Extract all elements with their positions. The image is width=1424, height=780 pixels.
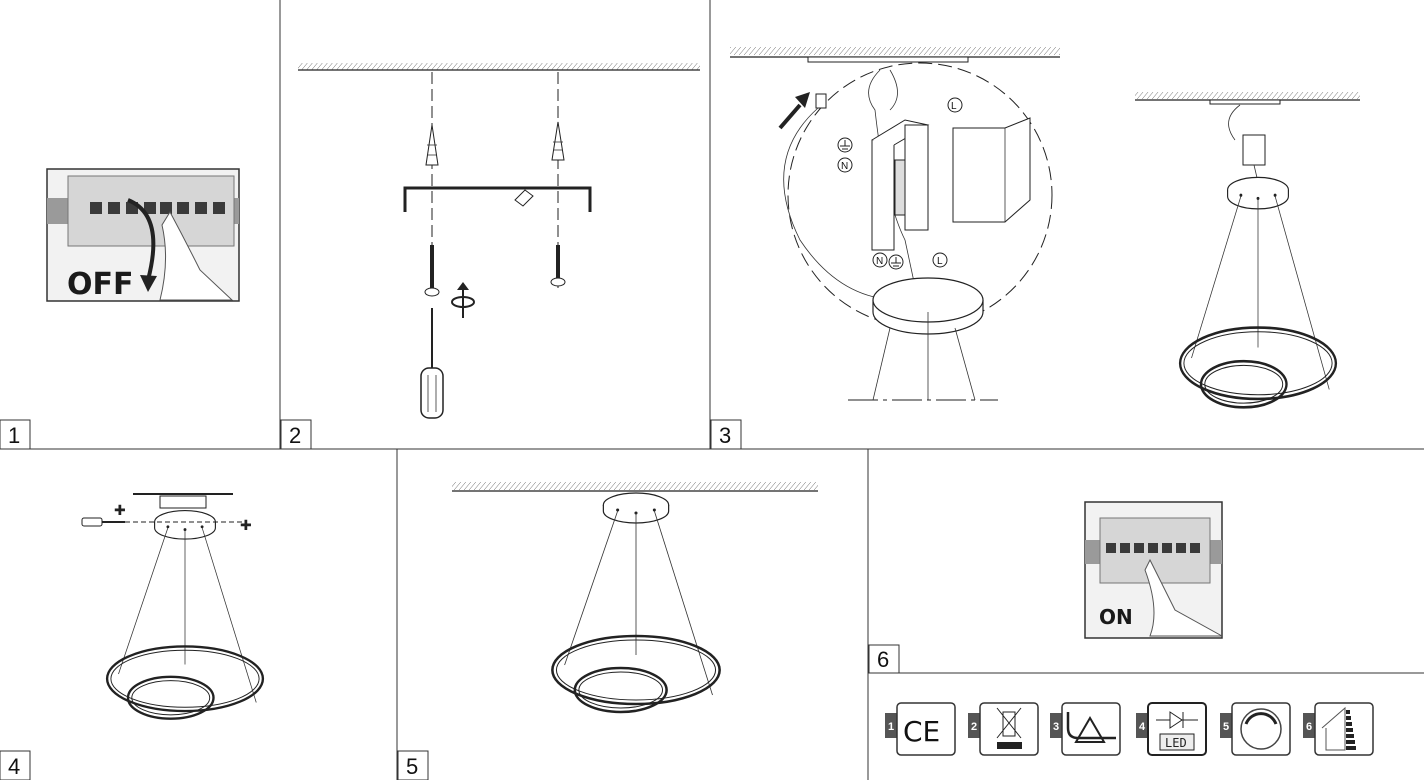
screw-icon: ✚ (114, 502, 126, 518)
rotate-icon (451, 282, 475, 318)
step-1-number: 1 (0, 419, 31, 450)
svg-text:3: 3 (719, 423, 731, 448)
screwdriver-icon (81, 517, 125, 527)
svg-text:4: 4 (1139, 721, 1146, 733)
screw-icon (550, 245, 566, 287)
breaker-off-illustration: OFF (46, 168, 240, 302)
svg-text:2: 2 (971, 721, 977, 733)
svg-text:N: N (876, 256, 883, 267)
bracket-mounting-illustration (298, 63, 700, 419)
wall-plug-icon (425, 124, 439, 166)
arrow-icon (778, 92, 810, 130)
dimmer-icon: 5 (1220, 702, 1291, 756)
svg-text:3: 3 (1053, 721, 1059, 733)
ce-mark-icon: 1 CE (885, 702, 956, 756)
svg-text:✚: ✚ (114, 502, 126, 518)
canopy (848, 277, 998, 401)
terminal-block (871, 119, 930, 251)
pendant-lamp (105, 509, 265, 720)
step-6-number: 6 (868, 644, 900, 674)
svg-text:L: L (937, 256, 943, 267)
svg-text:5: 5 (406, 754, 418, 779)
led-icon: 4 LED (1136, 702, 1207, 756)
screwdriver-icon (420, 308, 444, 419)
svg-text:L: L (951, 101, 957, 112)
wiring-illustration: L N N L (730, 47, 1360, 409)
on-caption: ON (1099, 605, 1133, 629)
svg-text:6: 6 (877, 647, 889, 672)
wall-plug-icon (551, 121, 565, 161)
breaker-on-illustration: ON (1084, 501, 1223, 639)
pendant-lamp (551, 491, 721, 714)
screw-icon (424, 245, 440, 297)
junction-cover (952, 117, 1031, 223)
pendant-lamp (1178, 176, 1338, 409)
svg-text:4: 4 (8, 754, 20, 779)
step-4-number: 4 (0, 750, 31, 780)
svg-text:5: 5 (1223, 721, 1229, 733)
wire-labels: L N N L (837, 97, 963, 270)
screw-icon: ✚ (240, 517, 252, 533)
svg-text:1: 1 (888, 721, 894, 733)
svg-text:N: N (841, 161, 848, 172)
cord-class-icon: 3 (1050, 702, 1121, 756)
svg-text:1: 1 (8, 423, 20, 448)
canopy-fixing-illustration: ✚ ✚ (81, 493, 265, 720)
svg-text:LED: LED (1165, 736, 1187, 750)
mounting-bracket (403, 186, 592, 212)
off-caption: OFF (67, 267, 134, 302)
step-5-number: 5 (397, 750, 429, 780)
svg-text:CE: CE (903, 715, 940, 748)
step-2-number: 2 (280, 419, 312, 450)
weee-bin-icon: 2 (968, 702, 1039, 756)
svg-text:2: 2 (289, 423, 301, 448)
svg-text:6: 6 (1306, 721, 1312, 733)
step-3-number: 3 (710, 419, 742, 450)
installed-lamp-illustration (452, 482, 818, 714)
certification-icons: 1 CE 2 3 4 LED 5 (885, 702, 1374, 756)
svg-text:✚: ✚ (240, 517, 252, 533)
energy-label-icon: 6 (1303, 702, 1374, 756)
